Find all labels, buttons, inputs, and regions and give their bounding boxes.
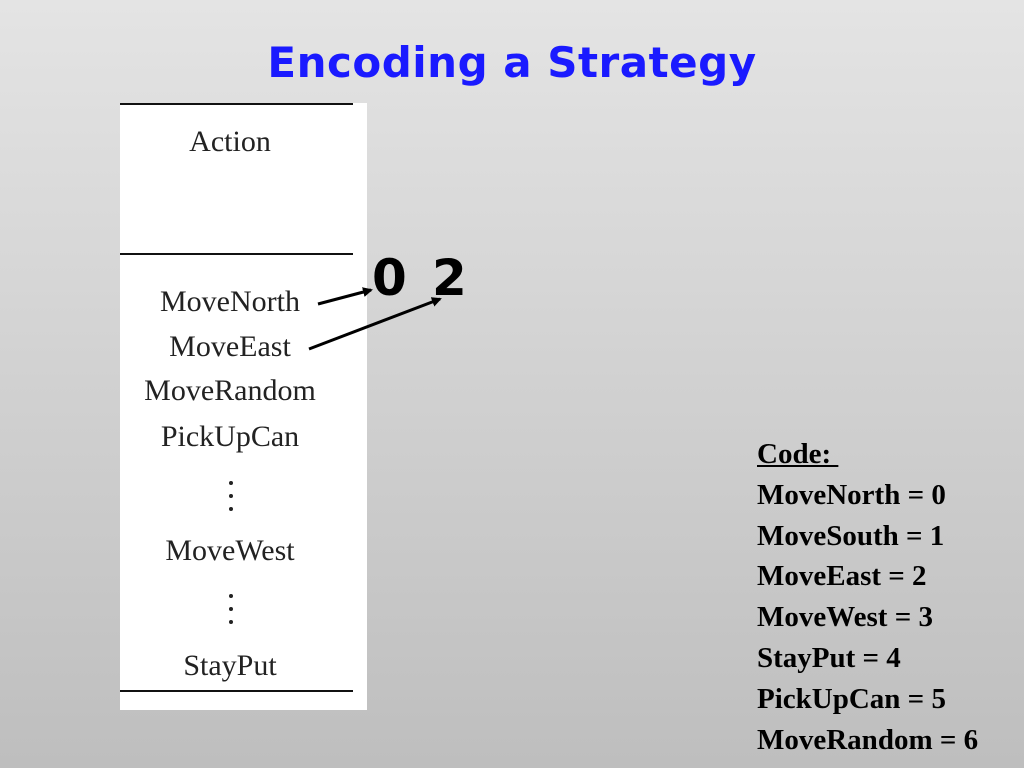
- encoding-digit-second: 2: [432, 249, 467, 307]
- code-line-move-west: MoveWest = 3: [757, 601, 933, 634]
- encoding-digit-first: 0: [372, 249, 407, 307]
- table-row-stay-put: StayPut: [183, 649, 277, 682]
- vertical-ellipsis-icon: [228, 594, 234, 633]
- code-line-move-east: MoveEast = 2: [757, 560, 927, 593]
- table-row-pick-up-can: PickUpCan: [160, 420, 300, 453]
- code-line-move-north: MoveNorth = 0: [757, 478, 946, 511]
- table-bottom-rule: [120, 690, 353, 692]
- code-line-pick-up-can: PickUpCan = 5: [757, 682, 946, 715]
- table-header-rule: [120, 253, 353, 255]
- code-line-move-south: MoveSouth = 1: [757, 519, 945, 552]
- table-top-rule: [120, 103, 353, 105]
- table-row-move-north: MoveNorth: [160, 285, 300, 318]
- code-heading: Code:: [757, 438, 839, 470]
- code-line-move-random: MoveRandom = 6: [757, 723, 979, 756]
- code-line-stay-put: StayPut = 4: [757, 641, 901, 674]
- vertical-ellipsis-icon: [228, 481, 234, 520]
- code-legend: Code: MoveNorth = 0 MoveSouth = 1 MoveEa…: [757, 434, 1019, 760]
- action-table: Action MoveNorth MoveEast MoveRandom Pic…: [120, 103, 367, 710]
- table-row-move-random: MoveRandom: [144, 374, 316, 407]
- table-row-move-west: MoveWest: [165, 534, 295, 567]
- arrow-move-north-to-digit: [317, 287, 373, 306]
- slide-title: Encoding a Strategy: [267, 38, 757, 87]
- table-row-move-east: MoveEast: [169, 330, 291, 363]
- arrow-move-east-to-digit: [308, 297, 442, 351]
- table-header-action: Action: [189, 125, 271, 158]
